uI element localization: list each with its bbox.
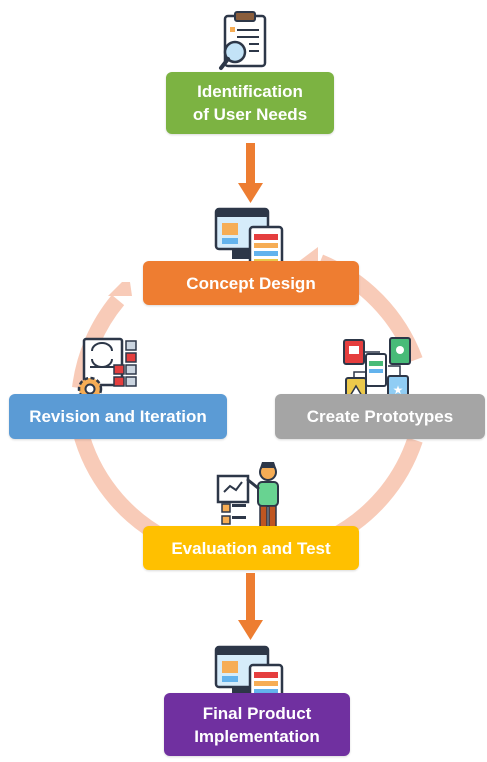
arrow-down-1	[238, 143, 263, 203]
prototype-cards-icon: ★	[343, 337, 411, 405]
arrow-down-2	[238, 573, 263, 640]
step-create-prototypes: Create Prototypes	[275, 394, 485, 439]
step-label: Revision and Iteration	[29, 407, 207, 426]
cycle-arc-bottom-left	[72, 427, 169, 546]
step-evaluation-and-test: Evaluation and Test	[143, 526, 359, 570]
web-design-icon	[214, 645, 284, 701]
step-label: Create Prototypes	[306, 407, 454, 426]
step-label: Evaluation and Test	[171, 538, 331, 558]
process-gear-icon	[77, 337, 137, 402]
svg-text:★: ★	[393, 383, 404, 397]
step-label-line2: Implementation	[194, 726, 320, 746]
presenter-board-icon	[216, 462, 279, 529]
step-label: Concept Design	[186, 273, 316, 293]
cycle-arc-bottom-right	[326, 437, 423, 546]
clipboard-search-icon	[219, 11, 267, 70]
step-identification-of-user-needs: Identification of User Needs	[166, 72, 334, 134]
step-final-product-implementation: Final Product Implementation	[164, 693, 350, 756]
step-label-line1: Final Product	[202, 703, 312, 723]
step-label-line1: Identification	[197, 82, 303, 101]
web-design-icon	[214, 207, 284, 267]
cycle-arrowhead-left	[108, 282, 132, 296]
step-revision-and-iteration: Revision and Iteration	[9, 394, 227, 439]
step-concept-design: Concept Design	[143, 261, 359, 305]
step-label-line2: of User Needs	[192, 105, 308, 124]
